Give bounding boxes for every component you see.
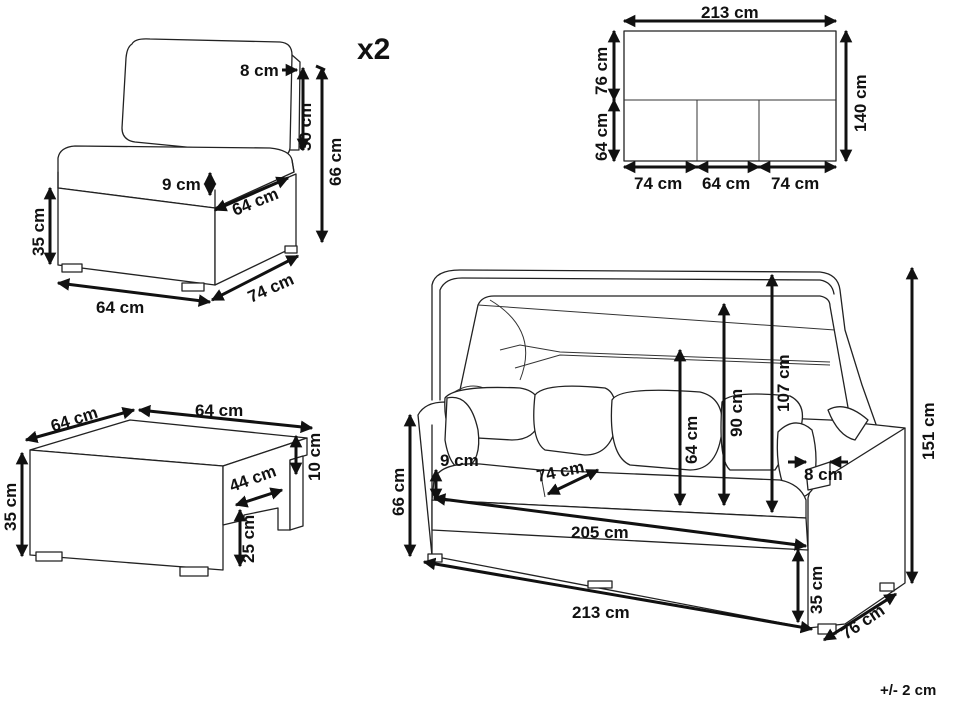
- daybed-backrest-height-label: 64 cm: [682, 416, 701, 464]
- chair-foot: [181, 282, 205, 292]
- chair-foot: [61, 263, 83, 273]
- ottoman-foot: [179, 566, 209, 577]
- daybed-base-height-label: 35 cm: [807, 566, 826, 614]
- tolerance-label: +/- 2 cm: [880, 682, 936, 699]
- daybed-cushion-thickness-label: 9 cm: [440, 451, 479, 470]
- canopy-daybed-drawing: [417, 269, 906, 635]
- daybed-canopy-height-label: 107 cm: [774, 354, 793, 412]
- chair-backrest-height-label: 30 cm: [296, 103, 315, 151]
- ottoman-foot: [35, 551, 63, 562]
- chair-backrest-cushion: [121, 38, 301, 157]
- ottoman-height-label: 35 cm: [1, 483, 20, 531]
- chair-total-height-label: 66 cm: [326, 138, 345, 186]
- side-cushion: [444, 396, 480, 471]
- daybed-arm-height-label: 66 cm: [389, 468, 408, 516]
- top-view-layout-drawing: [623, 30, 837, 162]
- layout-seat-depth-label: 64 cm: [592, 113, 611, 161]
- ottoman-clearance-label: 25 cm: [239, 515, 258, 563]
- side-cushion: [827, 406, 869, 441]
- ottoman-top-thickness-label: 10 cm: [305, 433, 324, 481]
- daybed-total-width-label: 213 cm: [572, 603, 630, 622]
- chair-foot: [284, 245, 298, 254]
- layout-outline: [623, 30, 837, 162]
- ottoman-front: [29, 449, 224, 571]
- layout-back-depth-label: 76 cm: [592, 47, 611, 95]
- daybed-total-height-label: 151 cm: [919, 402, 938, 460]
- daybed-seat-width-label: 205 cm: [571, 523, 629, 542]
- layout-left-section-label: 74 cm: [634, 174, 682, 193]
- chair-cushion-thickness-label: 9 cm: [162, 175, 201, 194]
- layout-total-width-label: 213 cm: [701, 3, 759, 22]
- chair-base-height-label: 35 cm: [29, 208, 48, 256]
- layout-right-section-label: 74 cm: [771, 174, 819, 193]
- chair-depth-label: 74 cm: [245, 270, 297, 307]
- back-cushion: [610, 389, 723, 471]
- ottoman-drawing: [29, 419, 308, 577]
- daybed-back-height-label: 90 cm: [727, 389, 746, 437]
- layout-total-depth-label: 140 cm: [851, 74, 870, 132]
- layout-middle-section-label: 64 cm: [702, 174, 750, 193]
- quantity-label: x2: [357, 33, 390, 66]
- ottoman-width-label: 64 cm: [195, 401, 243, 420]
- daybed-arm-width-label: 8 cm: [804, 465, 843, 484]
- back-cushion: [533, 385, 617, 456]
- chair-width-label: 64 cm: [96, 298, 144, 317]
- chair-back-depth-label: 8 cm: [240, 61, 279, 80]
- dimension-lines: [15, 14, 919, 642]
